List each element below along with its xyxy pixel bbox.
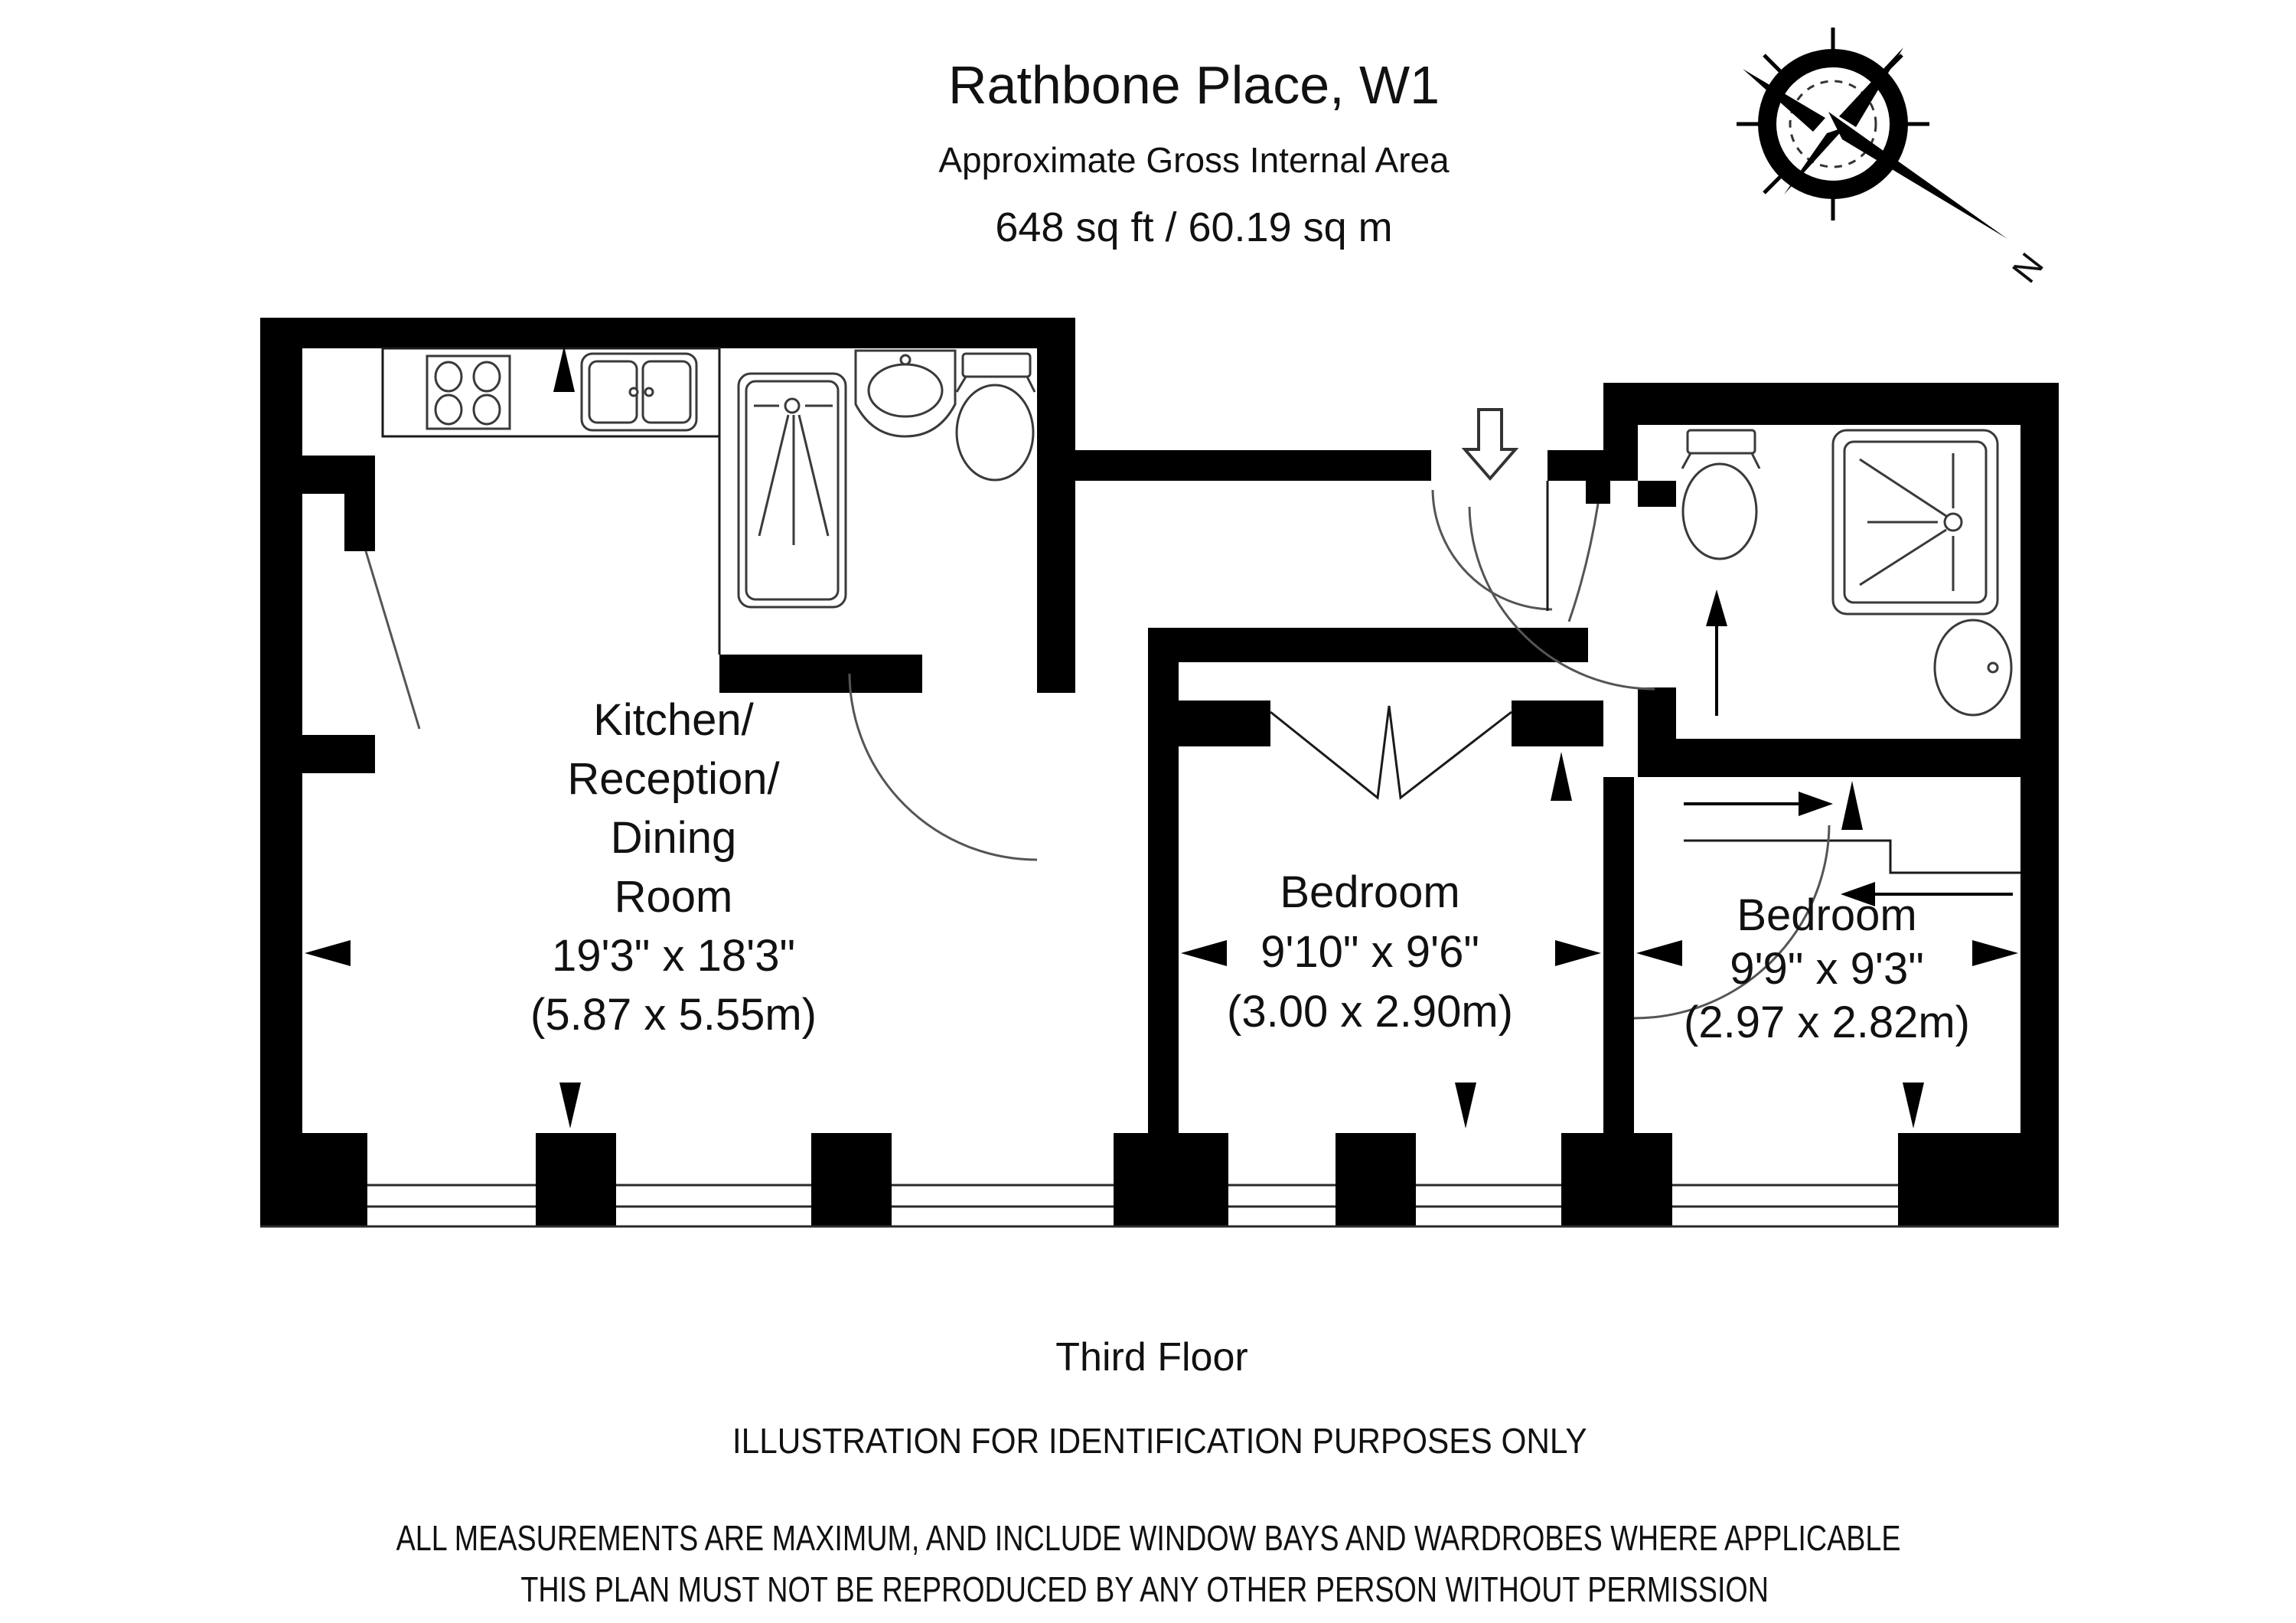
page-title: Rathbone Place, W1 (948, 55, 1440, 115)
reception-label: Kitchen/ Reception/ Dining Room 19'3" x … (530, 695, 817, 1040)
disclaimer-line2: THIS PLAN MUST NOT BE REPRODUCED BY ANY … (520, 1569, 1769, 1608)
shower-room-door-arc (848, 673, 1038, 861)
bathroom-door-arc (1468, 506, 1655, 691)
floor-label: Third Floor (1055, 1335, 1247, 1380)
basin-icon (1933, 619, 2013, 717)
header: Rathbone Place, W1 Approximate Gross Int… (938, 55, 1450, 250)
walls (260, 318, 2059, 1226)
bedroom2-label: Bedroom 9'9" x 9'3" (2.97 x 2.82m) (1684, 890, 1970, 1047)
bedroom2-name: Bedroom (1737, 890, 1916, 940)
reception-dims-metric: (5.87 x 5.55m) (530, 990, 817, 1040)
bedroom1-door-leaf (1567, 503, 1600, 622)
wardrobe-doors-zigzag (1270, 705, 1512, 800)
entrance (1431, 408, 1600, 622)
bathroom (1468, 429, 2013, 717)
room-labels: Kitchen/ Reception/ Dining Room 19'3" x … (530, 695, 1970, 1047)
measure-arrow-up (553, 346, 575, 392)
bedroom2-dims-metric: (2.97 x 2.82m) (1684, 998, 1970, 1047)
gross-internal-area: 648 sq ft / 60.19 sq m (995, 204, 1392, 250)
reception-line3: Dining (611, 813, 736, 863)
bedroom1-dims-metric: (3.00 x 2.90m) (1227, 987, 1513, 1037)
sliding-door-arrows (1684, 792, 2020, 906)
compass-rose-icon: N (1737, 28, 2051, 290)
reception-line1: Kitchen/ (593, 695, 754, 745)
bedroom1-dims-imperial: 9'10" x 9'6" (1261, 927, 1479, 977)
bedroom1-name: Bedroom (1280, 867, 1459, 917)
bedroom1-wardrobe (1270, 705, 1572, 801)
measure-arrow-vertical (1706, 589, 1727, 716)
page-subtitle: Approximate Gross Internal Area (938, 140, 1450, 180)
bedroom2-dims-imperial: 9'9" x 9'3" (1730, 944, 1924, 994)
entrance-door-arc (1431, 489, 1553, 611)
window-wall (260, 1133, 2059, 1228)
reception-dims-imperial: 19'3" x 18'3" (552, 931, 795, 981)
bedroom2-door-arc (1633, 825, 1831, 1020)
toilet-icon (1681, 429, 1761, 560)
shower-room (737, 349, 1038, 861)
identification-note: ILLUSTRATION FOR IDENTIFICATION PURPOSES… (732, 1422, 1587, 1461)
kitchen-sink-icon (580, 352, 698, 432)
compass-north-label: N (2004, 246, 2051, 290)
measure-arrow-up (1841, 781, 1863, 830)
bedroom2-wardrobe (1633, 781, 2020, 1020)
bedroom1-label: Bedroom 9'10" x 9'6" (3.00 x 2.90m) (1227, 867, 1513, 1037)
alcove-door-line (364, 550, 421, 730)
footer: Third Floor ILLUSTRATION FOR IDENTIFICAT… (396, 1335, 1901, 1609)
entrance-arrow-icon (1461, 408, 1519, 482)
floor-plan: Kitchen/ Reception/ Dining Room 19'3" x … (260, 318, 2059, 1228)
reception-line2: Reception/ (567, 754, 780, 804)
toilet-icon (955, 352, 1036, 482)
basin-icon (854, 349, 957, 438)
kitchen-counter (381, 346, 721, 655)
dimension-markers (305, 940, 2018, 1128)
reception-line4: Room (615, 872, 733, 922)
measure-arrow-up (1551, 752, 1572, 801)
shower-icon (1831, 429, 1999, 616)
window-glazing (260, 1184, 2059, 1228)
shower-tray-icon (737, 372, 847, 609)
stove-icon (426, 354, 511, 430)
disclaimer-line1: ALL MEASUREMENTS ARE MAXIMUM, AND INCLUD… (396, 1518, 1901, 1557)
